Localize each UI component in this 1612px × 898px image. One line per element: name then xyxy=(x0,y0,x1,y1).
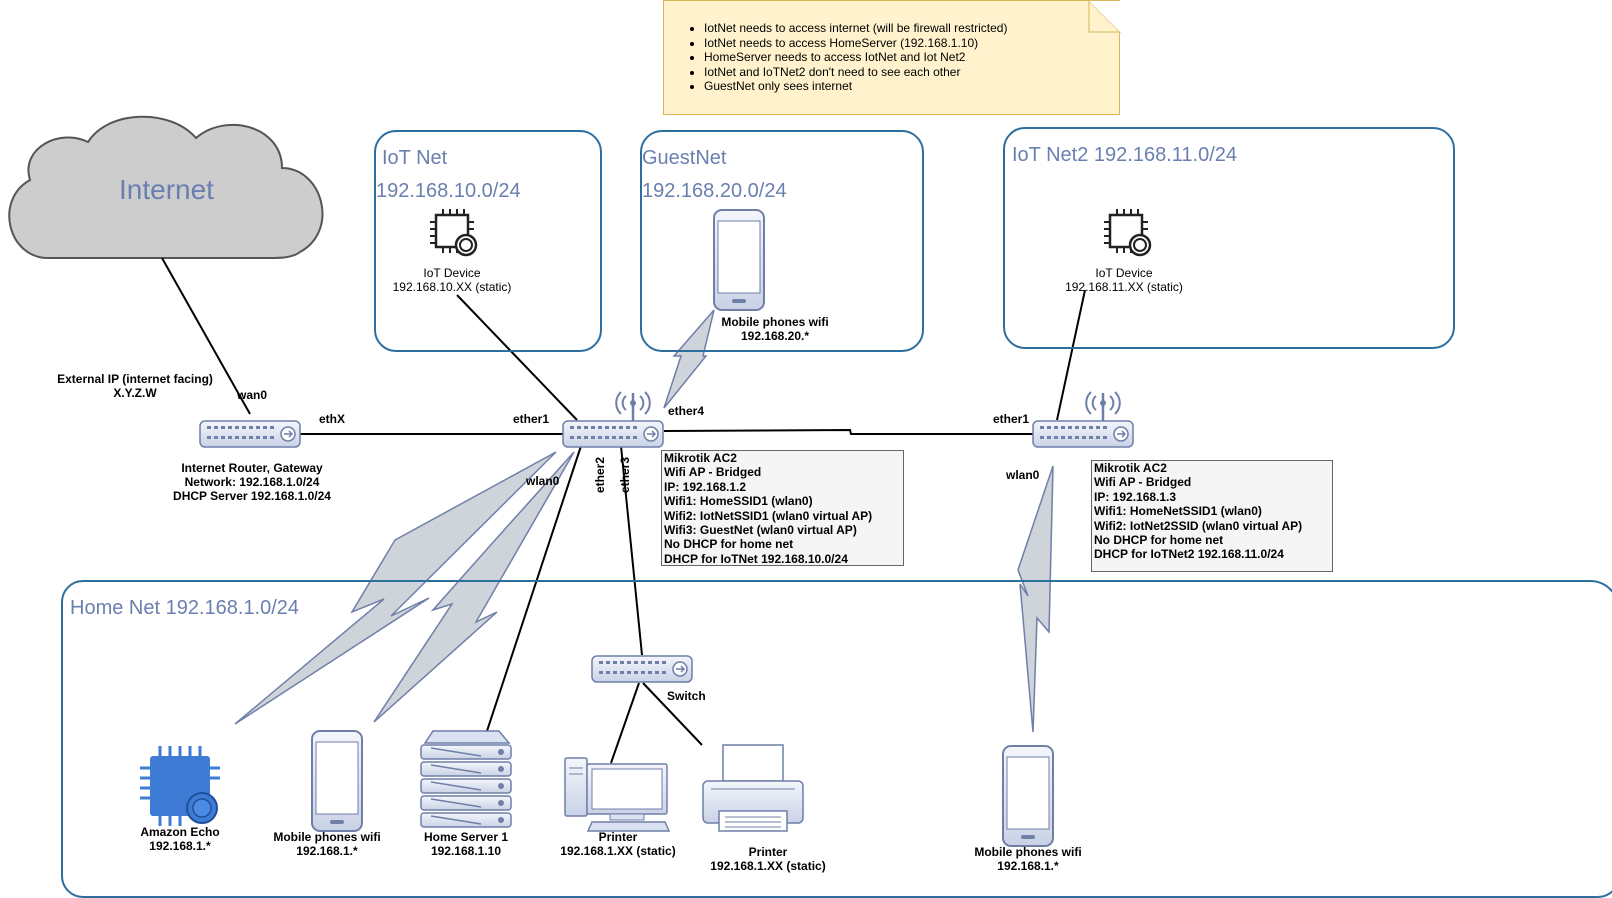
home-server-ip: 192.168.1.10 xyxy=(430,844,502,858)
zone-guest-net xyxy=(640,130,924,352)
port-ethx: ethX xyxy=(319,412,346,426)
home-phone1-label: Mobile phones wifi 192.168.1.* xyxy=(257,830,397,858)
wireless-ap1-echo xyxy=(234,451,557,725)
guest-phone-ip: 192.168.20.* xyxy=(740,329,810,343)
ap2-info-line: DHCP for IoTNet2 192.168.11.0/24 xyxy=(1094,547,1284,562)
printer1-ip: 192.168.1.XX (static) xyxy=(560,844,676,858)
iot-device1-name: IoT Device xyxy=(423,266,481,280)
link-ap1-switch xyxy=(620,445,643,656)
ap1-info-line: Wifi2: IotNetSSID1 (wlan0 virtual AP) xyxy=(664,508,873,523)
zone-iot-net xyxy=(374,130,602,352)
ap2-info-line: Wifi1: HomeNetSSID1 (wlan0) xyxy=(1094,504,1262,519)
zone-home-net-title: Home Net 192.168.1.0/24 xyxy=(70,597,300,619)
link-ap1-homeserver xyxy=(485,445,582,735)
zone-iot-net-title: IoT Net xyxy=(382,147,448,169)
zone-iot-net-subnet: 192.168.10.0/24 xyxy=(376,180,521,202)
ap1-info-line: Wifi3: GuestNet (wlan0 virtual AP) xyxy=(664,523,857,538)
zone-guest-net-subnet: 192.168.20.0/24 xyxy=(642,180,787,202)
requirement-item: HomeServer needs to access IotNet and Io… xyxy=(704,50,1119,65)
external-ip-value: X.Y.Z.W xyxy=(113,386,157,400)
mikrotik-ap2-icon xyxy=(1032,390,1134,448)
amazon-echo-icon xyxy=(140,746,220,826)
home-phone1-name: Mobile phones wifi xyxy=(273,830,381,844)
router-name: Internet Router, Gateway xyxy=(181,461,323,475)
requirement-item: IotNet needs to access internet (will be… xyxy=(704,21,1119,36)
ap2-port-wlan0: wlan0 xyxy=(1006,468,1040,482)
wireless-ap1-guestphone xyxy=(663,309,715,409)
zone-guest-net-title: GuestNet xyxy=(642,147,727,169)
ap2-info-line: Mikrotik AC2 xyxy=(1094,461,1167,475)
link-internet-router xyxy=(161,257,251,415)
ap1-port-ether4: ether4 xyxy=(668,404,705,418)
wireless-ap2-homephone xyxy=(1017,465,1054,733)
ap1-info-box: Mikrotik AC2 Wifi AP - Bridged IP: 192.1… xyxy=(661,450,904,566)
link-switch-printer2 xyxy=(642,682,703,746)
printer2-name: Printer xyxy=(748,845,788,859)
switch-label: Switch xyxy=(667,689,706,703)
home-phone1-ip: 192.168.1.* xyxy=(296,844,358,858)
echo-ip: 192.168.1.* xyxy=(149,839,211,853)
ap2-info-line: IP: 192.168.1.3 xyxy=(1094,489,1177,504)
requirements-list: IotNet needs to access internet (will be… xyxy=(664,21,1119,94)
ap1-info-line: Wifi1: HomeSSID1 (wlan0) xyxy=(664,494,813,509)
ap1-port-ether1: ether1 xyxy=(513,412,550,426)
mikrotik-ap1-icon xyxy=(562,390,664,448)
ap1-info-line: No DHCP for home net xyxy=(664,537,794,552)
port-wan0: wan0 xyxy=(237,388,268,402)
link-iotdevice1-ap1 xyxy=(456,294,578,421)
internet-label: Internet xyxy=(119,174,214,205)
ap2-info-line: Wifi2: IotNet2SSID (wlan0 virtual AP) xyxy=(1094,518,1303,533)
home-server-icon xyxy=(420,730,512,828)
router-label: Internet Router, Gateway Network: 192.16… xyxy=(172,461,332,503)
iot-device2-ip: 192.168.11.XX (static) xyxy=(1065,280,1183,294)
external-ip-label: External IP (internet facing) X.Y.Z.W xyxy=(55,372,215,400)
home-phone2-name: Mobile phones wifi xyxy=(974,845,1082,859)
link-iotdevice2-ap2 xyxy=(1056,289,1086,421)
home-server-name: Home Server 1 xyxy=(423,830,509,844)
external-ip-title: External IP (internet facing) xyxy=(57,372,213,386)
echo-label: Amazon Echo 192.168.1.* xyxy=(120,825,240,853)
requirement-item: IotNet needs to access HomeServer (192.1… xyxy=(704,36,1119,51)
note-fold-icon xyxy=(1088,0,1121,33)
ap1-info-line: IP: 192.168.1.2 xyxy=(664,479,747,494)
home-server-label: Home Server 1 192.168.1.10 xyxy=(406,830,526,858)
requirement-item: IotNet and IoTNet2 don't need to see eac… xyxy=(704,65,1119,80)
ap2-port-ether1: ether1 xyxy=(993,412,1030,426)
link-switch-printer1 xyxy=(610,682,640,764)
iot-device2-name: IoT Device xyxy=(1095,266,1153,280)
guest-phone-label: Mobile phones wifi 192.168.20.* xyxy=(715,315,835,343)
internet-router-icon xyxy=(199,420,301,448)
router-network: Network: 192.168.1.0/24 xyxy=(184,475,320,489)
home-phone2-label: Mobile phones wifi 192.168.1.* xyxy=(958,845,1098,873)
printer2-ip: 192.168.1.XX (static) xyxy=(710,859,826,873)
zone-iot-net2 xyxy=(1003,127,1455,349)
iot-device2-label: IoT Device 192.168.11.XX (static) xyxy=(1062,266,1186,294)
home-phone2-ip: 192.168.1.* xyxy=(997,859,1059,873)
iot-device1-ip: 192.168.10.XX (static) xyxy=(392,280,512,294)
link-ap1-ap2 xyxy=(663,428,1033,435)
guest-phone-name: Mobile phones wifi xyxy=(721,315,829,329)
ap1-port-wlan0: wlan0 xyxy=(526,474,560,488)
ap1-info-line: DHCP for IoTNet 192.168.10.0/24 xyxy=(664,551,848,566)
ap1-port-ether2: ether2 xyxy=(593,456,607,493)
ap2-info-line: No DHCP for home net xyxy=(1094,533,1224,548)
router-dhcp: DHCP Server 192.168.1.0/24 xyxy=(173,489,331,503)
printer1-label: Printer 192.168.1.XX (static) xyxy=(548,830,688,858)
wireless-ap1-homephone xyxy=(373,451,575,723)
printer1-name: Printer xyxy=(598,830,638,844)
requirements-note: IotNet needs to access internet (will be… xyxy=(663,0,1121,115)
requirement-item: GuestNet only sees internet xyxy=(704,79,1119,94)
echo-name: Amazon Echo xyxy=(140,825,220,839)
ap1-port-ether3: ether3 xyxy=(618,456,632,493)
printer1-icon xyxy=(564,757,671,832)
internet-cloud xyxy=(8,115,324,259)
ap1-info-line: Wifi AP - Bridged xyxy=(664,465,762,480)
ap1-info-line: Mikrotik AC2 xyxy=(664,451,737,465)
ap2-info-box: Mikrotik AC2 Wifi AP - Bridged IP: 192.1… xyxy=(1091,460,1333,572)
printer2-icon xyxy=(702,744,804,832)
ap2-info-line: Wifi AP - Bridged xyxy=(1094,475,1192,490)
zone-iot-net2-title: IoT Net2 192.168.11.0/24 xyxy=(1012,144,1237,166)
printer2-label: Printer 192.168.1.XX (static) xyxy=(698,845,838,873)
iot-device1-label: IoT Device 192.168.10.XX (static) xyxy=(390,266,514,294)
